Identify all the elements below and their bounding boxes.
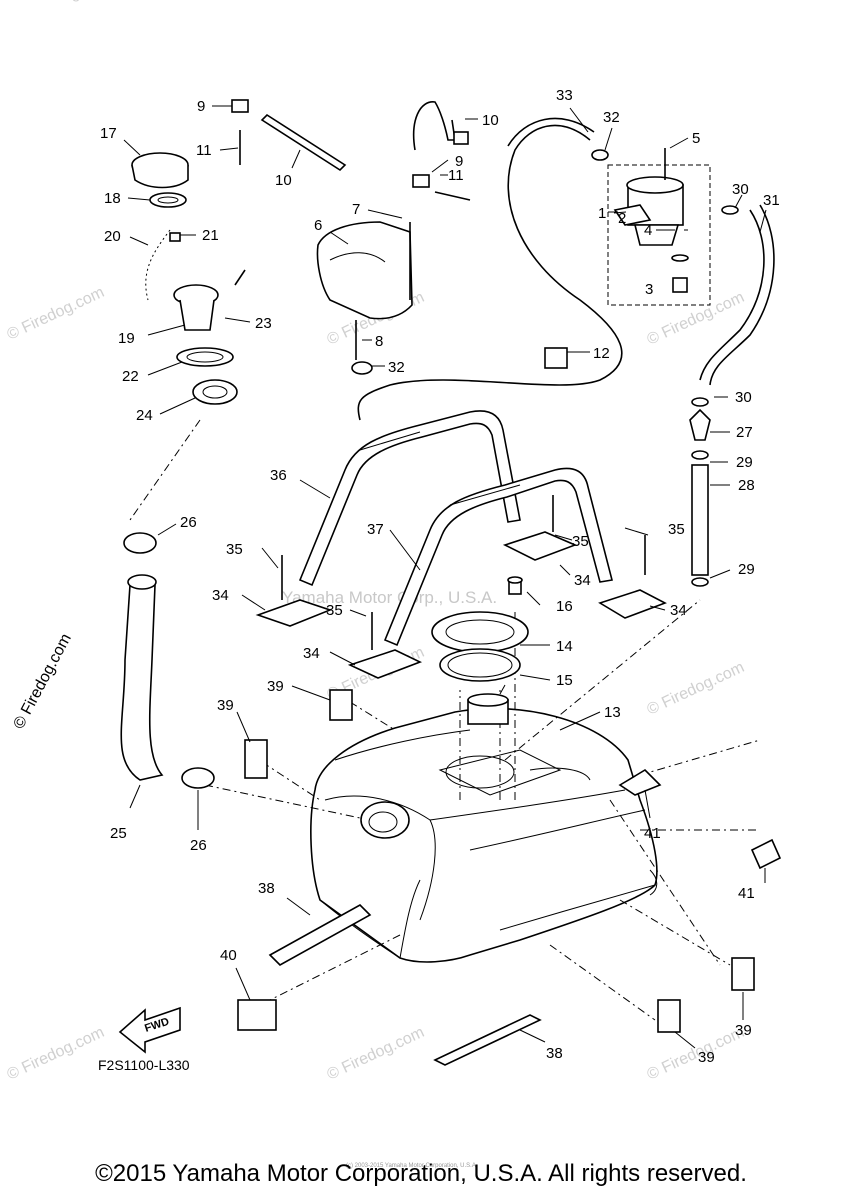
- cable-ties-and-clips: [231, 99, 471, 201]
- callout-19: 19: [118, 330, 135, 347]
- callout-28: 28: [738, 477, 755, 494]
- callout-32: 32: [388, 359, 405, 376]
- callout-25: 25: [110, 825, 127, 842]
- callout-7: 7: [352, 201, 360, 218]
- callout-9: 9: [197, 98, 205, 115]
- callout-29: 29: [736, 454, 753, 471]
- callout-41: 41: [644, 825, 661, 842]
- watermark: © Firedog.com: [645, 289, 747, 349]
- callout-31: 31: [763, 192, 780, 209]
- watermark: © Firedog.com: [10, 0, 115, 2]
- callout-20: 20: [104, 228, 121, 245]
- hose-clamps: [123, 532, 215, 789]
- callouts: 9 11 10 17 18 20 21 19 23 22 24 10 9 11 …: [100, 87, 780, 1066]
- callout-5: 5: [692, 130, 700, 147]
- callout-34: 34: [212, 587, 229, 604]
- tiny-copyright-notice: (c) 2003-2015 Yamaha Motor Corporation, …: [346, 1163, 478, 1169]
- callout-26: 26: [180, 514, 197, 531]
- callout-18: 18: [104, 190, 121, 207]
- forward-arrow: FWD: [118, 1006, 181, 1054]
- watermark: © Firedog.com: [5, 1024, 107, 1084]
- callout-39: 39: [217, 697, 234, 714]
- callout-22: 22: [122, 368, 139, 385]
- callout-34: 34: [574, 572, 591, 589]
- callout-35: 35: [226, 541, 243, 558]
- callout-35: 35: [326, 602, 343, 619]
- tank-strap-36: [298, 410, 521, 587]
- callout-17: 17: [100, 125, 117, 142]
- callout-2: 2: [618, 210, 626, 227]
- callout-40: 40: [220, 947, 237, 964]
- callout-36: 36: [270, 467, 287, 484]
- callout-29: 29: [738, 561, 755, 578]
- center-watermark: Yamaha Motor Corp., U.S.A.: [282, 588, 497, 607]
- callout-13: 13: [604, 704, 621, 721]
- watermark: © Firedog.com: [325, 1024, 427, 1084]
- fuel-hoses: [357, 117, 775, 421]
- callout-30: 30: [732, 181, 749, 198]
- callout-27: 27: [736, 424, 753, 441]
- callout-39: 39: [698, 1049, 715, 1066]
- side-watermark: © Firedog.com: [11, 631, 75, 732]
- callout-3: 3: [645, 281, 653, 298]
- tank-strap-37: [383, 467, 613, 647]
- callout-34: 34: [670, 602, 687, 619]
- long-pads: [268, 904, 542, 1066]
- fuel-pump-ring-and-gasket: [431, 576, 529, 682]
- callout-11: 11: [448, 167, 464, 184]
- diagram-code: F2S1100-L330: [98, 1057, 190, 1073]
- callout-10: 10: [275, 172, 292, 189]
- callout-38: 38: [258, 880, 275, 897]
- watermark: © Firedog.com: [5, 284, 107, 344]
- callout-34: 34: [303, 645, 320, 662]
- copyright-footer: ©2015 Yamaha Motor Corporation, U.S.A. A…: [95, 1160, 747, 1187]
- leader-lines: [123, 105, 767, 1049]
- filler-cap-assembly: [131, 152, 246, 405]
- callout-8: 8: [375, 333, 383, 350]
- callout-30: 30: [735, 389, 752, 406]
- callout-23: 23: [255, 315, 272, 332]
- filler-hose: [120, 574, 164, 781]
- callout-14: 14: [556, 638, 573, 655]
- callout-32: 32: [603, 109, 620, 126]
- alignment-lines: [129, 419, 761, 1021]
- callout-15: 15: [556, 672, 573, 689]
- cover: [316, 221, 413, 375]
- callout-37: 37: [367, 521, 384, 538]
- callout-24: 24: [136, 407, 153, 424]
- fuel-tank: [310, 707, 658, 963]
- callout-21: 21: [202, 227, 219, 244]
- callout-1: 1: [598, 205, 606, 222]
- callout-6: 6: [314, 217, 322, 234]
- fuel-sender-unit: [467, 684, 509, 725]
- callout-33: 33: [556, 87, 573, 104]
- callout-41: 41: [738, 885, 755, 902]
- callout-35: 35: [572, 533, 589, 550]
- callout-9: 9: [455, 153, 463, 170]
- strap-brackets: [255, 531, 667, 679]
- screws-35: [281, 495, 646, 650]
- callout-38: 38: [546, 1045, 563, 1062]
- callout-39: 39: [735, 1022, 752, 1039]
- callout-11: 11: [196, 142, 212, 159]
- callout-10: 10: [482, 112, 499, 129]
- pads: [237, 689, 782, 1033]
- callout-35: 35: [668, 521, 685, 538]
- clip: [544, 347, 568, 369]
- callout-4: 4: [644, 222, 652, 239]
- fuel-filter-group-box: [607, 164, 711, 306]
- callout-39: 39: [267, 678, 284, 695]
- watermark: © Firedog.com: [645, 659, 747, 719]
- inline-filter-and-tube: [591, 149, 739, 587]
- callout-12: 12: [593, 345, 610, 362]
- callout-26: 26: [190, 837, 207, 854]
- callout-16: 16: [556, 598, 573, 615]
